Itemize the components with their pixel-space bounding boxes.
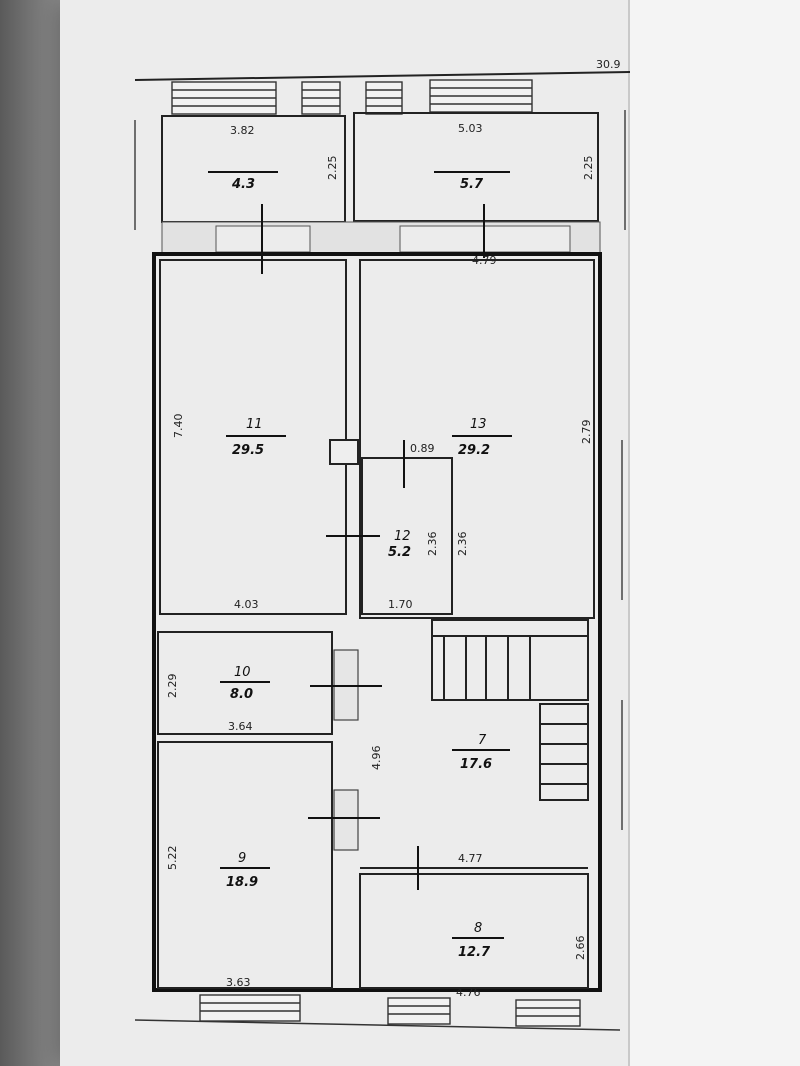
room-11-width: 4.03 [234,598,259,611]
outer-wall [152,252,602,992]
room-5-7-height: 2.25 [582,156,595,181]
room-13-area: 29.2 [458,443,490,458]
door-marks [261,204,485,890]
room-9-height: 5.22 [166,846,179,871]
stairs-upper [431,619,589,701]
room-10-number: 10 [234,665,251,680]
room-8-number: 8 [474,921,482,936]
room-5-7 [353,112,599,222]
room-11-area: 29.5 [232,443,264,458]
room-12-number: 12 [394,529,411,544]
room-12-width: 0.89 [410,442,435,455]
room-12-height: 2.36 [426,532,439,557]
room-7-width: 1.70 [388,598,413,611]
room-11-number: 11 [246,417,263,432]
room-13-number: 13 [470,417,487,432]
top-border-line [134,71,631,81]
room-9-width: 3.63 [226,976,251,989]
room-8-area: 12.7 [458,945,491,960]
room-7-height: 4.96 [370,746,383,771]
room-8-height: 2.66 [574,936,587,961]
room-13 [359,259,595,619]
door-frames [333,649,359,851]
room-7-number: 7 [478,733,487,748]
room-4-3-area: 4.3 [231,177,255,192]
room-9-number: 9 [238,851,246,866]
room-12-area: 5.2 [388,545,411,560]
room-10-height: 2.29 [166,674,179,699]
room-10-area: 8.0 [230,687,253,702]
hall-width: 4.77 [458,852,483,865]
room-4-3-width: 3.82 [230,124,255,137]
room-9-area: 18.9 [226,875,258,890]
room-13-height: 2.79 [580,420,593,445]
room-10-width: 3.64 [228,720,253,733]
room-9 [157,741,333,989]
corner-label: 30.9 [596,58,621,71]
room-12-side: 2.36 [456,532,469,557]
room-11-height: 7.40 [172,414,185,439]
room-13-width: 4.79 [472,254,497,267]
stairs-lower [539,703,589,801]
room-8 [359,873,589,989]
room-8-width: 4.76 [456,986,481,999]
room-7-area: 17.6 [460,757,492,772]
room-10 [157,631,333,735]
room-5-7-width: 5.03 [458,122,483,135]
bottom-windows [199,994,581,1027]
paper-sheet-right [628,0,800,1066]
room-4-3-height: 2.25 [326,156,339,181]
top-windows [171,79,533,115]
room-11 [159,259,347,615]
column [329,439,359,465]
room-5-7-area: 5.7 [460,177,484,192]
